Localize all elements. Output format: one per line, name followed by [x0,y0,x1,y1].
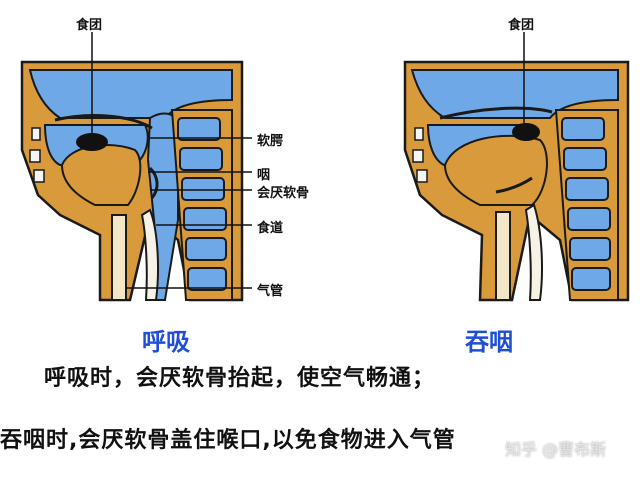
food-bolus [512,123,540,141]
trachea [495,211,511,301]
swallowing-illustration [403,32,630,302]
swallowing-caption: 吞咽 [465,328,513,356]
spine [170,109,233,301]
esophagus [524,203,543,301]
anatomy-diagram [20,32,630,302]
breathing-illustration [20,32,252,302]
epiglottis [148,166,159,199]
epiglottis-label: 会厌软骨 [257,186,310,201]
trachea [111,214,127,301]
food-bolus [76,133,108,151]
bolus-label-right: 食团 [508,18,535,33]
trachea-label: 气管 [257,284,284,299]
soft-palate-label: 软腭 [257,134,284,149]
breathing-caption: 呼吸 [142,328,190,356]
swallowing-description: 吞咽时,会厌软骨盖住喉口,以免食物进入气管 [0,428,456,453]
nasal-cavity [410,69,619,119]
breathing-description: 呼吸时，会厌软骨抬起，使空气畅通； [44,366,436,391]
zhihu-watermark: 知乎 @曹布斯 [505,440,607,459]
epiglottis [495,176,533,194]
esophagus-label: 食道 [257,221,284,236]
spine [554,109,619,301]
soft-palate [439,106,553,120]
pharynx-label: 咽 [257,168,271,183]
tongue [443,134,548,206]
bolus-label-left: 食团 [76,18,103,33]
teeth [29,127,45,183]
soft-palate [54,114,153,130]
teeth [412,127,428,183]
esophagus [140,208,159,301]
